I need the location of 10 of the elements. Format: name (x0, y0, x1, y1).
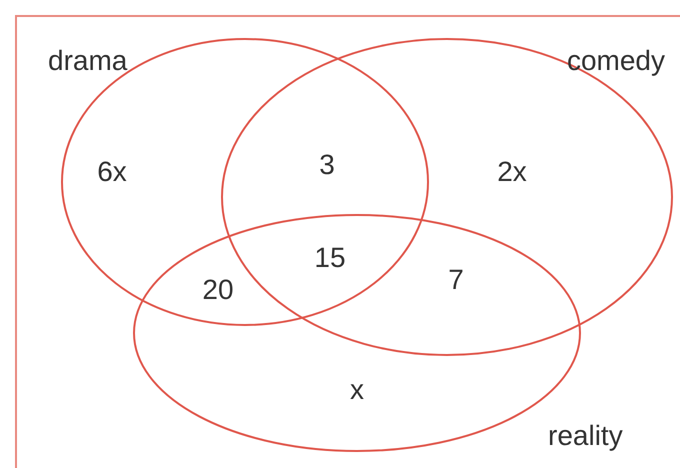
region-count: 3 (319, 151, 335, 179)
set-label: reality (548, 422, 623, 450)
region-count: x (350, 376, 364, 404)
region-count: 2x (497, 158, 527, 186)
region-count: 6x (97, 158, 127, 186)
set-label: comedy (566, 47, 665, 75)
region-count: 15 (314, 244, 346, 272)
region-count: 20 (202, 276, 234, 304)
set-label: drama (48, 47, 128, 75)
region-count: 7 (448, 266, 464, 294)
